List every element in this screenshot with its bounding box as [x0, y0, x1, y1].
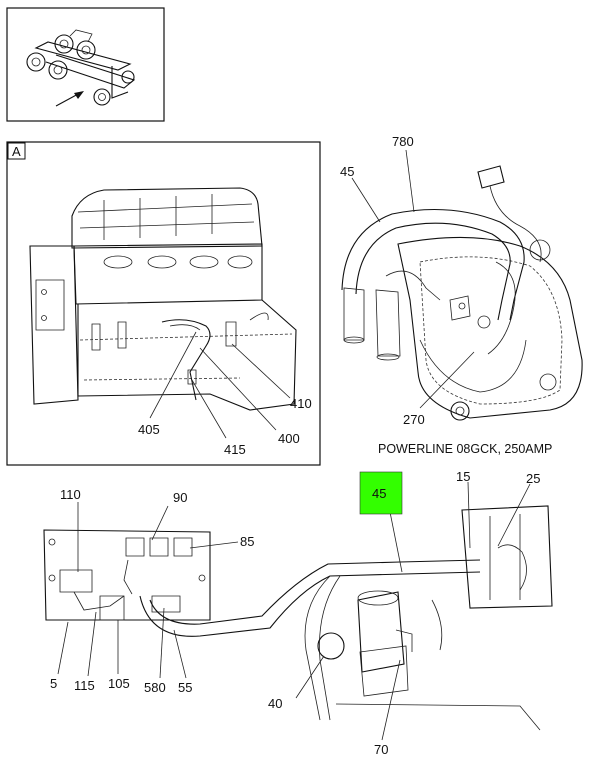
cable-780-sketch: [341, 208, 527, 393]
callout-405[interactable]: 405: [138, 422, 160, 437]
locator-frame: [6, 7, 165, 122]
callout-85[interactable]: 85: [240, 534, 254, 549]
callout-55[interactable]: 55: [178, 680, 192, 695]
callout-25[interactable]: 25: [526, 471, 540, 486]
callout-270[interactable]: 270: [403, 412, 425, 427]
alternator-caption: POWERLINE 08GCK, 250AMP: [378, 442, 552, 456]
callout-45-highlighted[interactable]: 45: [372, 486, 386, 501]
callout-415[interactable]: 415: [224, 442, 246, 457]
inset-a-view: A 410: [6, 141, 321, 466]
frame-rail-sketch: [335, 505, 553, 731]
callout-780[interactable]: 780: [392, 134, 414, 149]
callout-45-alternator[interactable]: 45: [340, 164, 354, 179]
callout-115[interactable]: 115: [74, 678, 95, 693]
callout-45-highlight-box[interactable]: [359, 471, 403, 515]
engine-block-sketch: [29, 187, 297, 411]
callout-70[interactable]: 70: [374, 742, 388, 757]
callout-40[interactable]: 40: [268, 696, 282, 711]
lower-leaders: [57, 481, 531, 741]
callout-90[interactable]: 90: [173, 490, 187, 505]
alternator-leaders: [351, 149, 475, 409]
inset-label: A: [12, 144, 21, 159]
inset-a-leaders: [149, 331, 291, 439]
alternator-sketch: [397, 236, 583, 421]
locator-arrow: [55, 91, 84, 107]
callout-15[interactable]: 15: [456, 469, 470, 484]
callout-110[interactable]: 110: [60, 487, 81, 502]
callout-410[interactable]: 410: [290, 396, 312, 411]
callout-400[interactable]: 400: [278, 431, 300, 446]
lower-assembly-view: 45 110 90 85 15 25 5 115 105 580 55 40 7…: [43, 469, 553, 757]
chassis-locator-view: [6, 7, 165, 122]
callout-105[interactable]: 105: [108, 676, 130, 691]
chassis-sketch: [26, 29, 136, 106]
mounting-panel-sketch: [43, 529, 211, 621]
alternator-view: 45 780 270 POWERLINE 08GCK, 250AMP: [340, 134, 583, 456]
callout-580[interactable]: 580: [144, 680, 166, 695]
callout-5[interactable]: 5: [50, 676, 57, 691]
main-harness-sketch: [139, 559, 481, 721]
starter-motor-sketch: [357, 590, 413, 697]
inset-a-frame: [6, 141, 321, 466]
terminal-connector-sketch: [477, 165, 542, 263]
